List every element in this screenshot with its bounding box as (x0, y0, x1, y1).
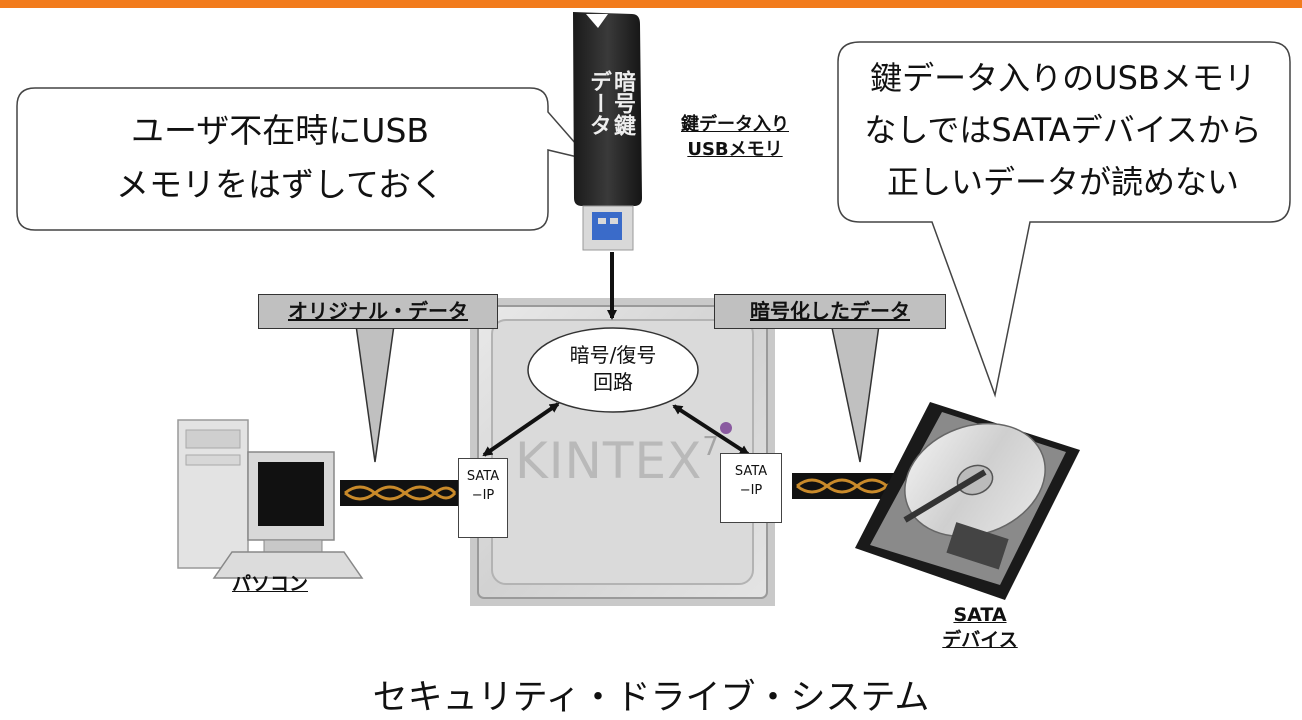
top-accent-bar (0, 0, 1302, 8)
usb-stick-text-line: データ (586, 70, 611, 136)
sata-ip-line: SATA (466, 469, 500, 484)
hdd-label-line: SATA (953, 604, 1007, 626)
pc-illustration (177, 419, 364, 579)
usb-label: 鍵データ入り USBメモリ (660, 112, 810, 162)
sata-ip-line: −IP (739, 483, 763, 498)
left-callout-line: メモリをはずしておく (115, 165, 445, 204)
right-callout-line: なしではSATAデバイスから (864, 111, 1262, 149)
usb-stick-illustration (573, 12, 642, 251)
left-callout-text: ユーザ不在時にUSB メモリをはずしておく (30, 104, 530, 212)
pc-label: パソコン (231, 573, 308, 595)
usb-stick-text-line: 暗号鍵 (610, 70, 635, 136)
usb-label-line: USBメモリ (687, 139, 783, 160)
sata-ip-left-box: SATA −IP (458, 458, 508, 538)
usb-label-line: 鍵データ入り (681, 114, 789, 135)
kintex-brand-mark: 7 (702, 432, 720, 462)
sata-ip-line: SATA (734, 464, 768, 479)
encrypted-data-tag: 暗号化したデータ (714, 294, 946, 329)
diagram-caption: セキュリティ・ドライブ・システム (372, 678, 930, 718)
encrypted-tag-pointer (829, 317, 881, 463)
right-callout-text: 鍵データ入りのUSBメモリ なしではSATAデバイスから 正しいデータが読めない (848, 52, 1278, 208)
left-sata-cable (340, 480, 458, 506)
kintex-brand: KINTEX (515, 432, 703, 490)
right-callout-line: 鍵データ入りのUSBメモリ (870, 59, 1256, 97)
left-callout-line: ユーザ不在時にUSB (130, 111, 430, 150)
usb-stick-text: 暗号鍵 データ (586, 70, 635, 136)
original-data-tag: オリジナル・データ (258, 294, 498, 329)
hdd-label-line: デバイス (942, 629, 1018, 651)
sata-ip-right-box: SATA −IP (720, 453, 782, 523)
crypto-circuit-label: 暗号/復号 回路 (533, 342, 693, 396)
hdd-label: SATA デバイス (905, 603, 1055, 653)
right-callout-bubble (837, 41, 1291, 398)
crypto-circuit-oval (527, 327, 699, 413)
crypto-label-line: 回路 (593, 370, 633, 394)
left-callout-bubble (16, 87, 593, 231)
crypto-label-line: 暗号/復号 (569, 343, 657, 367)
original-tag-pointer (354, 317, 396, 463)
sata-ip-line: −IP (471, 488, 495, 503)
hdd-illustration (855, 402, 1080, 600)
right-callout-line: 正しいデータが読めない (886, 163, 1239, 201)
kintex-logo-text: KINTEX7 (515, 432, 720, 490)
